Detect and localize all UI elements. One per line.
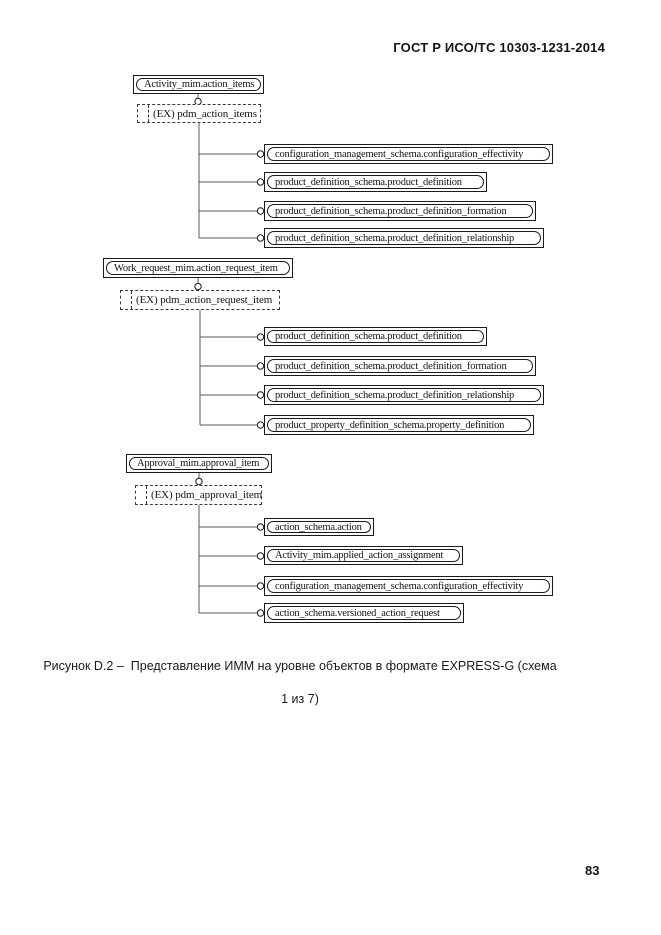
source-entity-box: Approval_mim.approval_item: [126, 454, 272, 473]
page-header: ГОСТ Р ИСО/ТС 10303-1231-2014: [393, 40, 605, 55]
entity-stadium: product_definition_schema.product_defini…: [267, 231, 541, 245]
entity-label: action_schema.action: [275, 521, 362, 533]
entity-stadium: product_property_definition_schema.prope…: [267, 418, 531, 432]
entity-stadium: product_definition_schema.product_defini…: [267, 388, 541, 402]
entity-box: product_definition_schema.product_defini…: [264, 201, 536, 221]
entity-stadium: product_definition_schema.product_defini…: [267, 204, 533, 218]
entity-label: action_schema.versioned_action_request: [275, 607, 440, 619]
entity-stadium: Work_request_mim.action_request_item: [106, 261, 290, 275]
select-type-label: (EX) pdm_action_request_item: [136, 294, 273, 306]
entity-stadium: product_definition_schema.product_defini…: [267, 359, 533, 373]
entity-box: configuration_management_schema.configur…: [264, 576, 553, 596]
select-type-box: (EX) pdm_approval_item: [135, 485, 262, 505]
entity-stadium: configuration_management_schema.configur…: [267, 147, 550, 161]
entity-label: Activity_mim.applied_action_assignment: [275, 550, 444, 561]
entity-box: action_schema.action: [264, 518, 374, 536]
entity-label: product_definition_schema.product_defini…: [275, 360, 507, 372]
source-entity-label: Work_request_mim.action_request_item: [114, 262, 278, 274]
page-number: 83: [585, 863, 600, 878]
entity-stadium: action_schema.action: [267, 521, 371, 533]
entity-stadium: configuration_management_schema.configur…: [267, 579, 550, 593]
source-entity-box: Activity_mim.action_items: [133, 75, 264, 94]
entity-stadium: product_definition_schema.product_defini…: [267, 330, 484, 343]
entity-label: configuration_management_schema.configur…: [275, 148, 524, 160]
select-box-divider: [148, 105, 149, 122]
entity-label: configuration_management_schema.configur…: [275, 580, 524, 592]
entity-label: product_definition_schema.product_defini…: [275, 176, 462, 188]
figure-caption-line2: 1 из 7): [281, 692, 319, 706]
entity-label: product_definition_schema.product_defini…: [275, 205, 507, 217]
entity-box: product_definition_schema.product_defini…: [264, 327, 487, 346]
entity-label: product_definition_schema.product_defini…: [275, 232, 515, 244]
select-type-label: (EX) pdm_action_items: [153, 107, 257, 120]
entity-box: product_definition_schema.product_defini…: [264, 356, 536, 376]
entity-box: product_definition_schema.product_defini…: [264, 172, 487, 192]
entity-box: action_schema.versioned_action_request: [264, 603, 464, 623]
entity-stadium: Approval_mim.approval_item: [129, 457, 269, 470]
entity-stadium: Activity_mim.applied_action_assignment: [267, 549, 460, 562]
entity-box: configuration_management_schema.configur…: [264, 144, 553, 164]
select-box-divider: [146, 486, 147, 504]
source-entity-label: Activity_mim.action_items: [144, 79, 255, 90]
entity-box: product_property_definition_schema.prope…: [264, 415, 534, 435]
select-box-divider: [131, 291, 132, 309]
entity-label: product_property_definition_schema.prope…: [275, 419, 505, 431]
entity-box: product_definition_schema.product_defini…: [264, 385, 544, 405]
entity-label: product_definition_schema.product_defini…: [275, 389, 515, 401]
entity-stadium: product_definition_schema.product_defini…: [267, 175, 484, 189]
source-entity-label: Approval_mim.approval_item: [137, 458, 260, 469]
entity-label: product_definition_schema.product_defini…: [275, 331, 462, 342]
entity-stadium: action_schema.versioned_action_request: [267, 606, 461, 620]
select-type-label: (EX) pdm_approval_item: [151, 489, 263, 501]
figure-caption-line1: Рисунок D.2 – Представление ИММ на уровн…: [43, 659, 557, 673]
source-entity-box: Work_request_mim.action_request_item: [103, 258, 293, 278]
select-type-box: (EX) pdm_action_items: [137, 104, 261, 123]
entity-box: product_definition_schema.product_defini…: [264, 228, 544, 248]
entity-stadium: Activity_mim.action_items: [136, 78, 261, 91]
entity-box: Activity_mim.applied_action_assignment: [264, 546, 463, 565]
select-type-box: (EX) pdm_action_request_item: [120, 290, 280, 310]
